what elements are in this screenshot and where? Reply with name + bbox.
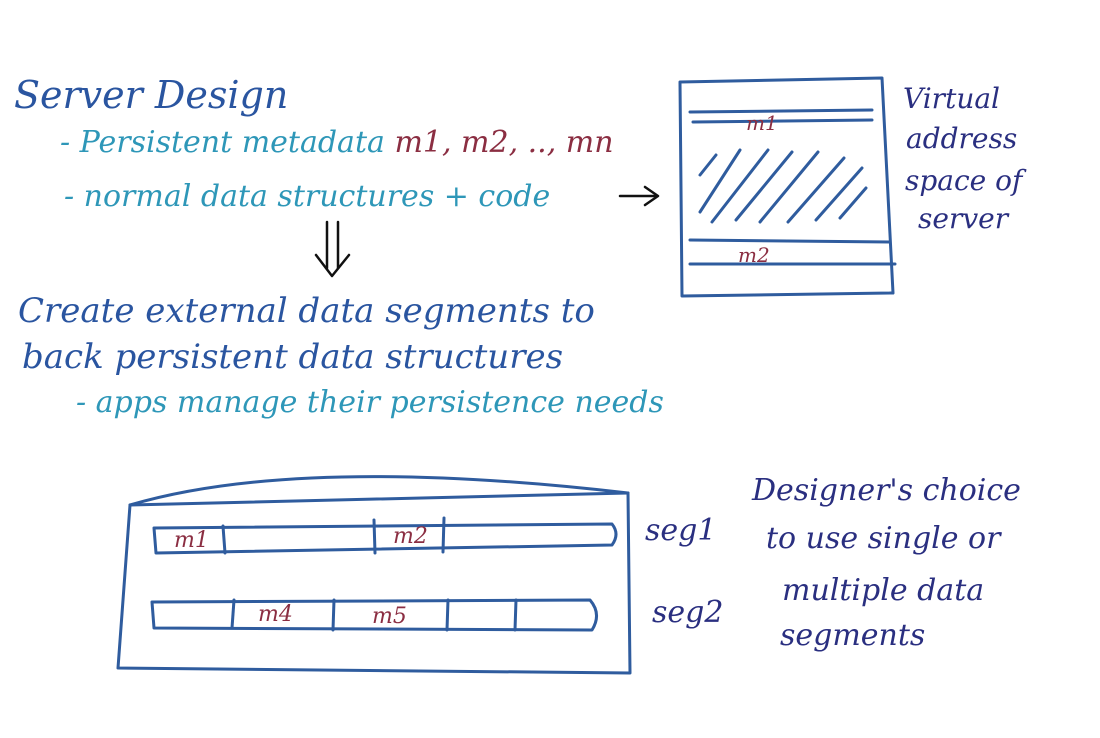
address-space-caption-line-4: server — [918, 202, 1010, 235]
segment-1-cell-m1: m1 — [174, 528, 209, 553]
bullet-1-text: - Persistent metadata — [60, 125, 394, 160]
segment-1-label: seg1 — [645, 513, 716, 548]
segment-2-label: seg2 — [652, 595, 723, 630]
segment-1: m1 m2 — [152, 516, 618, 555]
segment-2-cell-m4: m4 — [258, 602, 293, 627]
address-space-caption-line-1: Virtual — [903, 82, 1000, 115]
address-space-caption-line-3: space of — [905, 164, 1027, 197]
diagram-title: Server Design — [14, 73, 288, 117]
bullet-persistent-metadata: - Persistent metadata m1, m2, .., mn — [60, 125, 614, 160]
hatched-region — [698, 148, 868, 224]
note-line-1: Designer's choice — [751, 473, 1021, 508]
note-line-2: to use single or — [766, 521, 1002, 556]
arrow-to-address-space — [618, 185, 660, 207]
conclusion-line-2: back persistent data structures — [22, 337, 563, 377]
bullet-1-metadata-list: m1, m2, .., mn — [394, 125, 613, 160]
segment-2: m4 m5 — [150, 598, 598, 632]
segment-2-cell-m5: m5 — [372, 604, 407, 629]
address-space-label-bottom: m2 — [738, 243, 770, 267]
storage-container — [116, 475, 632, 675]
virtual-address-space-box: m1 m2 — [678, 76, 897, 298]
conclusion-subpoint: - apps manage their persistence needs — [76, 385, 664, 420]
designer-choice-note: Designer's choice to use single or multi… — [751, 473, 1021, 653]
implies-down-arrow — [314, 220, 351, 278]
address-space-label-top: m1 — [746, 111, 778, 135]
segment-1-cell-m2: m2 — [393, 524, 428, 549]
note-line-3: multiple data — [782, 573, 984, 608]
address-space-caption-line-2: address — [906, 122, 1017, 155]
conclusion-line-1: Create external data segments to — [18, 291, 595, 331]
bullet-normal-data-structures: - normal data structures + code — [64, 179, 550, 214]
address-space-caption: Virtual address space of server — [903, 82, 1027, 235]
note-line-4: segments — [780, 618, 925, 653]
